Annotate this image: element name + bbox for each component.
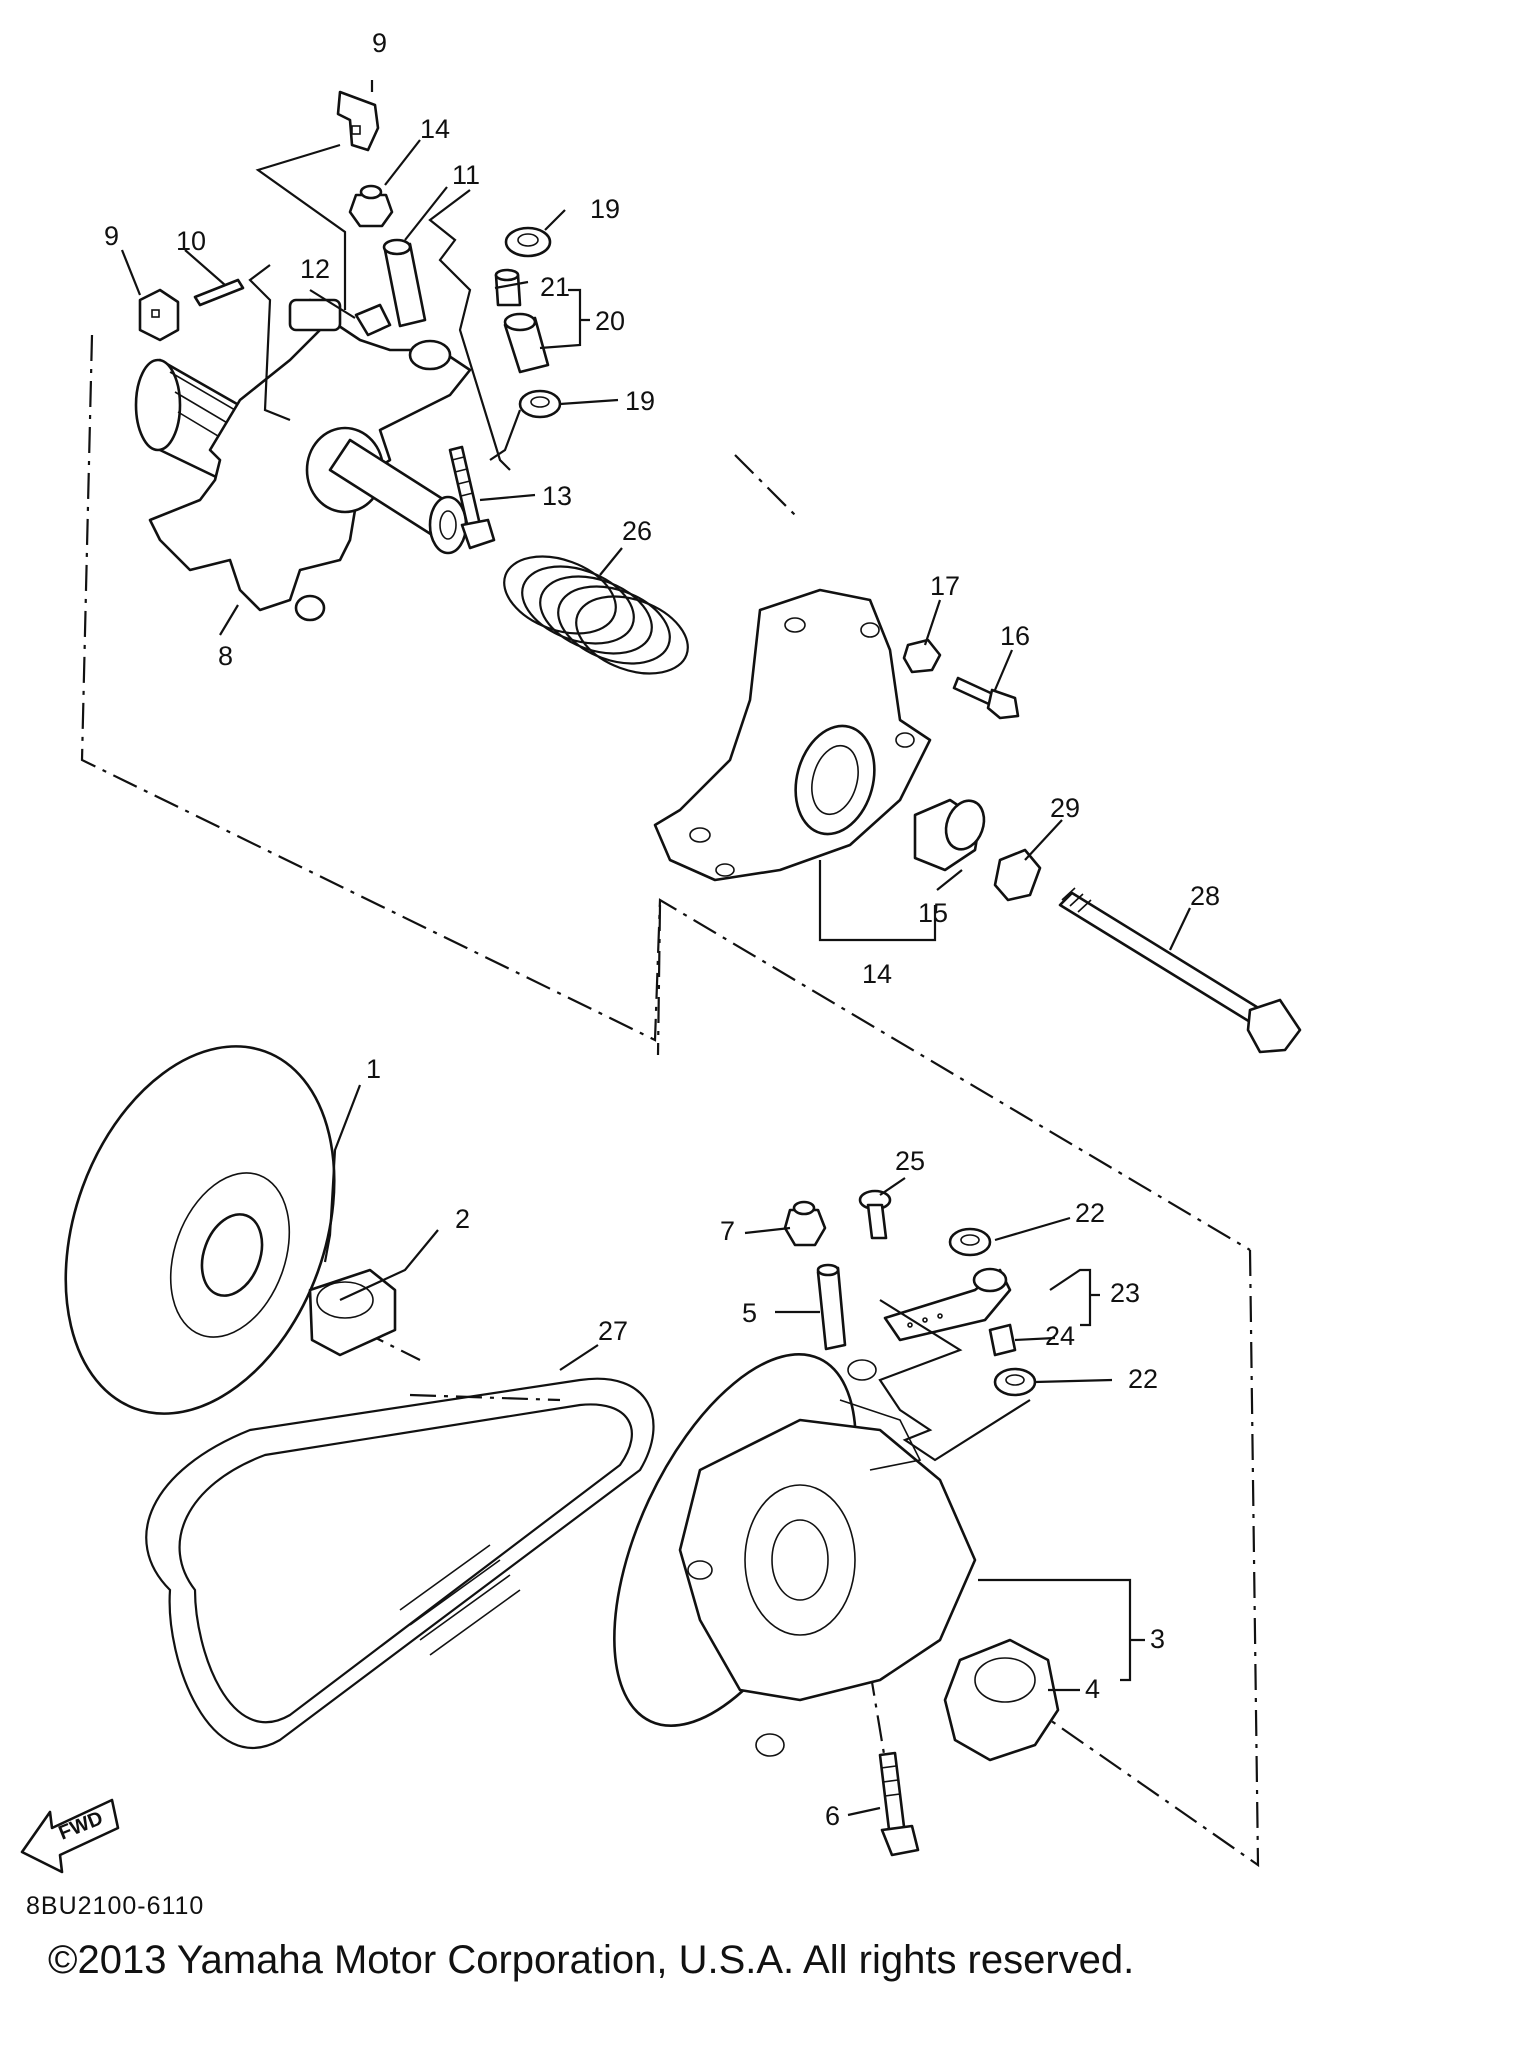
callout-27: 27 [598,1316,628,1346]
callout-23: 23 [1110,1278,1140,1308]
bolt-17 [952,676,1020,720]
callout-26: 26 [622,516,652,546]
callout-21: 21 [540,272,570,302]
pin-5 [816,1266,847,1351]
callout-14: 14 [420,114,450,144]
copyright-notice: ©2013 Yamaha Motor Corporation, U.S.A. A… [48,1938,1135,1982]
callout-19-top: 19 [590,194,620,224]
washer-22-top [948,1227,992,1257]
nut-18 [902,638,942,674]
upper-assembly-boundary [80,334,1251,1251]
screw-12 [354,303,392,337]
nut-14 [348,184,394,228]
cap-15 [653,588,932,882]
callout-29: 29 [1050,793,1080,823]
secondary-sheave-3 [613,1353,977,1757]
callout-2: 2 [455,1204,470,1234]
callout-9-left: 9 [104,221,119,251]
callout-16: 15 [918,898,948,928]
lower-assembly-boundary [656,904,1260,1868]
callout-20: 20 [595,306,625,336]
callout-9-top: 9 [372,28,387,58]
movable-sheave-1 [64,1045,336,1415]
washer-19-top [504,226,552,258]
bushing-16 [913,798,986,872]
callout-18: 17 [930,571,960,601]
callout-4: 4 [1085,1674,1100,1704]
primary-sheave-spider [134,298,472,622]
collar-29 [993,848,1042,902]
fixed-sheave-guide [359,1329,561,1402]
collar-2 [308,1268,397,1357]
slider-9-left [138,288,180,342]
callout-labels: 9 14 11 19 9 10 12 21 20 19 13 26 8 17 1… [104,28,1220,1831]
callout-24: 24 [1045,1321,1075,1351]
callout-22-top: 22 [1075,1198,1105,1228]
collar-24 [988,1323,1017,1357]
callout-22-bottom: 22 [1128,1364,1158,1394]
callout-28: 28 [1190,881,1220,911]
callout-17: 16 [1000,621,1030,651]
forward-direction-arrow: FWD [20,1798,120,1874]
washer-22-bottom [993,1367,1037,1397]
leader-lines [120,80,1191,1817]
shaft-guide-28 [734,454,801,521]
nut-7 [783,1200,827,1247]
callout-5: 5 [742,1298,757,1328]
callout-19-bottom: 19 [625,386,655,416]
bushing-4 [943,1638,1060,1762]
washer-19-bottom [518,389,562,419]
callout-25: 25 [895,1146,925,1176]
callout-13: 13 [542,481,572,511]
callout-11: 11 [452,160,480,190]
callout-1: 1 [366,1054,381,1084]
callout-8: 8 [218,641,233,671]
spring-26 [503,555,689,675]
callout-12: 12 [300,254,330,284]
callout-10: 10 [176,226,206,256]
shaft-28 [1058,887,1302,1054]
callout-7: 7 [720,1216,735,1246]
bolt-13 [448,445,496,550]
slider-9-top [336,90,380,152]
rivet-25 [858,1189,892,1240]
bolt-6 [878,1751,920,1857]
callout-6: 6 [825,1801,840,1831]
callout-15: 14 [862,959,892,989]
drive-belt-27 [145,1377,655,1749]
bolt-guide-6 [868,1669,887,1761]
pin-11 [383,242,427,328]
callout-3: 3 [1150,1624,1165,1654]
drawing-code: 8BU2100-6110 [26,1892,205,1920]
pin-10 [193,278,245,307]
